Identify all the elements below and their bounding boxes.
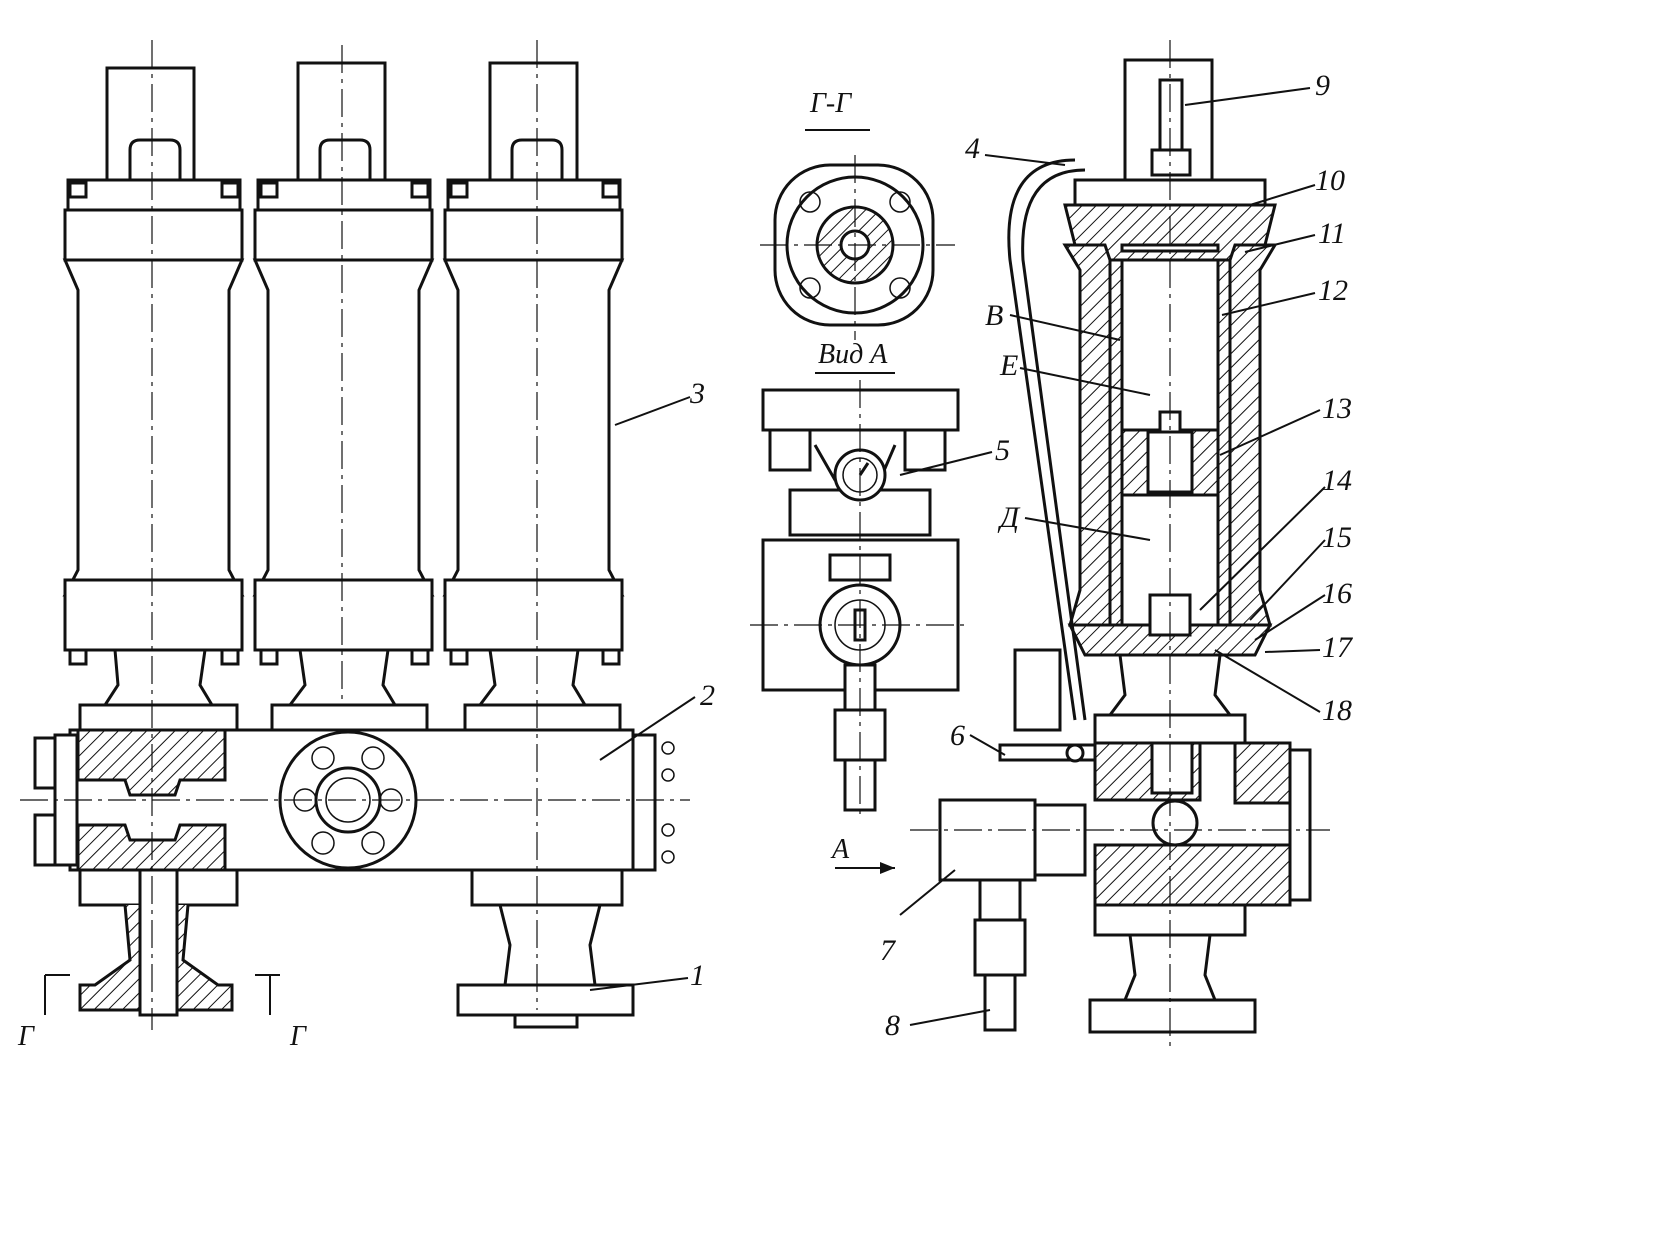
- cut-mark-right: Г: [289, 1021, 307, 1052]
- callout-14: 14: [1322, 464, 1352, 497]
- callout-15: 15: [1322, 521, 1352, 554]
- zone-label-d: Д: [997, 501, 1021, 534]
- callout-3: 3: [689, 377, 705, 410]
- callout-7: 7: [880, 934, 897, 967]
- callout-12: 12: [1318, 274, 1348, 307]
- callout-11: 11: [1318, 217, 1346, 250]
- callout-9: 9: [1315, 69, 1330, 102]
- section-title-g-g: Г-Г: [809, 88, 852, 119]
- callout-4: 4: [965, 132, 980, 165]
- callout-1: 1: [690, 959, 705, 992]
- arrow-a: [835, 862, 895, 874]
- callout-8: 8: [885, 1009, 900, 1042]
- accumulator-longitudinal-section: [910, 40, 1330, 1050]
- callout-16: 16: [1322, 577, 1352, 610]
- section-g-g: [760, 129, 955, 340]
- zone-label-v: В: [985, 299, 1003, 332]
- accumulator-cylinder: [442, 61, 625, 707]
- callout-10: 10: [1315, 164, 1345, 197]
- callout-numbers: 1 2 3 4 5 6 7 8 9 10 11 12 13 14 15 16 1…: [689, 69, 1354, 1042]
- callout-17: 17: [1322, 631, 1354, 664]
- callout-leaders: [589, 87, 1326, 1026]
- arrow-a-label: А: [830, 834, 850, 865]
- outlet-nozzle: [456, 868, 635, 1029]
- inlet-nozzle-section: [78, 868, 239, 1017]
- zone-label-e: Е: [999, 349, 1018, 382]
- zone-labels: В Е Д: [985, 299, 1021, 534]
- view-title-a: Вид А: [818, 339, 888, 370]
- callout-5: 5: [995, 434, 1010, 467]
- accumulator-cylinder: [252, 61, 435, 707]
- section-titles: Г-Г Вид А А Г Г: [17, 88, 888, 1052]
- callout-6: 6: [950, 719, 965, 752]
- callout-18: 18: [1322, 694, 1352, 727]
- flange-bolts: [68, 181, 621, 666]
- callout-2: 2: [700, 679, 715, 712]
- cut-mark-left: Г: [17, 1021, 35, 1052]
- accumulator-assembly-front-view: [20, 40, 690, 1030]
- accumulator-cylinder: [62, 66, 245, 707]
- callout-13: 13: [1322, 392, 1352, 425]
- view-a: [750, 372, 970, 820]
